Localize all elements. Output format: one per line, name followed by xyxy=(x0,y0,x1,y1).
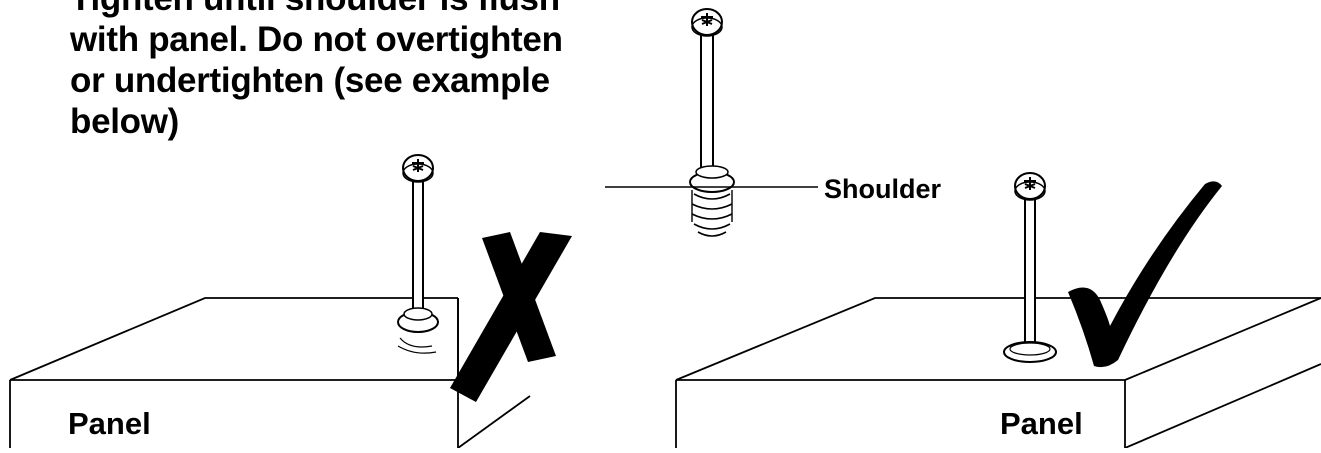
checkmark-icon xyxy=(1068,181,1222,368)
shoulder-callout: Shoulder xyxy=(605,174,941,204)
instruction-text: Tighten until shoulder is flush with pan… xyxy=(70,0,630,142)
right-panel-label: Panel xyxy=(1000,406,1083,441)
x-mark-icon xyxy=(450,232,572,402)
instruction-line: Tighten until shoulder is flush xyxy=(70,0,630,19)
right-screw-icon xyxy=(1003,172,1057,363)
instruction-line: or undertighten (see example xyxy=(70,61,550,100)
center-screw-icon xyxy=(689,8,735,237)
left-panel xyxy=(9,297,531,449)
left-panel-label: Panel xyxy=(68,406,151,441)
right-panel xyxy=(675,297,1321,449)
shoulder-label: Shoulder xyxy=(824,174,941,204)
left-screw-icon xyxy=(397,154,439,354)
instruction-line: with panel. Do not overtighten xyxy=(70,20,563,59)
instruction-line: below) xyxy=(70,102,180,141)
